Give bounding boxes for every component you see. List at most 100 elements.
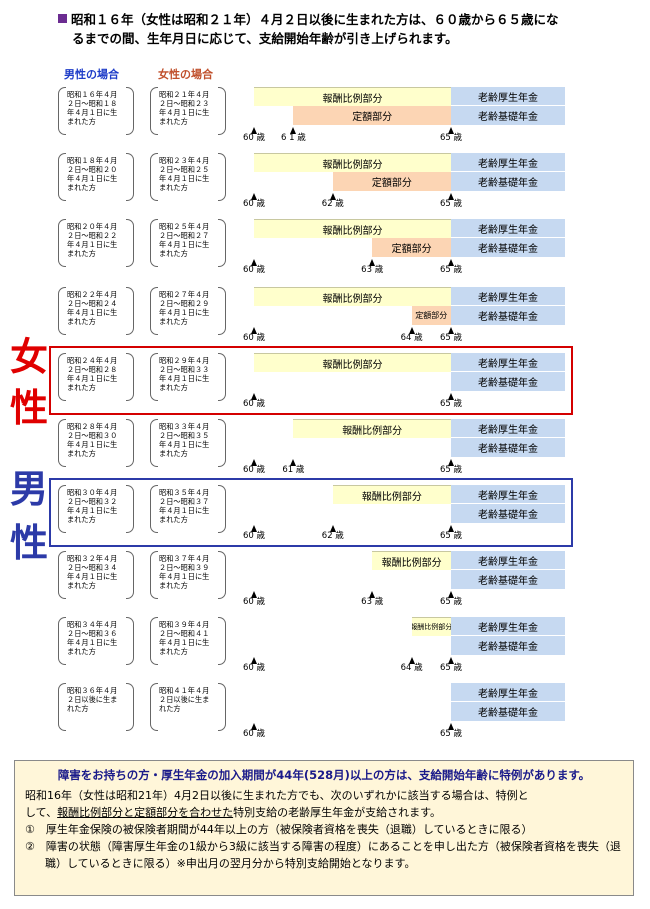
age-tick-marker: 6 1 歳 [278,127,308,143]
note-item-2: ② 障害の状態（障害厚生年金の1級から3級に該当する障害の程度）にあることを申し… [25,840,621,870]
note-paragraph: 昭和16年（女性は昭和21年）4月2日以後に生まれた方でも、次のいずれかに該当す… [25,787,623,821]
schedule-row: 昭和３６年４月 ２日以後に生ま れた方 昭和４１年４月 ２日以後に生ま れた方 老齢… [0,683,650,745]
hoshu-bar: 報酬比例部分 [411,617,451,636]
hoshu-bar: 報酬比例部分 [254,287,451,306]
age-tick-label: 64 歳 [400,663,423,673]
age-tick-marker: 61 歳 [278,459,308,475]
triangle-up-icon [329,525,336,532]
age-tick-label: 60 歳 [242,663,266,673]
age-tick-label: 65 歳 [439,663,463,673]
age-tick-marker: 60 歳 [239,525,269,541]
teigaku-bar: 定額部分 [293,106,451,125]
special-note-box: 障害をお持ちの方・厚生年金の加入期間が44年(528月)以上の方は、支給開始年齢… [14,760,634,896]
male-char-1: 男 [10,466,49,511]
triangle-up-icon [251,193,257,200]
triangle-up-icon [448,525,454,532]
age-tick-marker: 60 歳 [239,327,269,343]
age-tick-label: 62 歳 [321,199,344,209]
male-birthdate-text: 昭和３６年４月 ２日以後に生ま れた方 [67,686,118,713]
age-tick-marker: 65 歳 [436,193,466,209]
schedule-row: 昭和２０年４月 ２日～昭和２２ 年４月１日に生 まれた方昭和２５年４月 ２日～昭… [0,219,650,281]
kosei-bar: 老齢厚生年金 [451,353,565,372]
male-header: 男性の場合 [64,68,119,81]
triangle-up-icon [369,591,376,598]
female-birthdate-text: 昭和２５年４月 ２日～昭和２７ 年４月１日に生 まれた方 [159,222,210,258]
male-birthdate-bracket: 昭和２４年４月 ２日～昭和２８ 年４月１日に生 まれた方 [58,353,134,403]
kiso-bar: 老齢基礎年金 [451,306,565,325]
triangle-up-icon [251,657,257,664]
female-char-2: 性 [10,385,49,430]
age-tick-label: 62 歳 [321,531,344,541]
age-tick-label: 60 歳 [242,333,266,343]
age-tick-label: 60 歳 [242,265,266,275]
age-tick-marker: 60 歳 [239,393,269,409]
age-tick-marker: 64 歳 [397,327,427,343]
age-tick-marker: 62 歳 [318,525,348,541]
female-birthdate-text: 昭和２９年４月 ２日～昭和３３ 年４月１日に生 まれた方 [159,356,210,392]
schedule-row: 昭和３０年４月 ２日～昭和３２ 年４月１日に生 まれた方昭和３５年４月 ２日～昭… [0,485,650,547]
kosei-bar: 老齢厚生年金 [451,683,565,702]
triangle-up-icon [408,657,415,664]
female-birthdate-text: 昭和４１年４月 ２日以後に生ま れた方 [159,686,210,713]
triangle-up-icon [408,327,415,334]
age-tick-label: 63 歳 [361,597,384,607]
age-tick-label: 65 歳 [439,465,463,475]
age-tick-label: 60 歳 [242,199,266,209]
female-birthdate-bracket: 昭和２１年４月 ２日～昭和２３ 年４月１日に生 まれた方 [150,87,226,137]
age-tick-marker: 65 歳 [436,657,466,673]
male-birthdate-text: 昭和１６年４月 ２日～昭和１８ 年４月１日に生 まれた方 [67,90,118,126]
schedule-row: 昭和３４年４月 ２日～昭和３６ 年４月１日に生 まれた方昭和３９年４月 ２日～昭… [0,617,650,679]
female-birthdate-bracket: 昭和３９年４月 ２日～昭和４１ 年４月１日に生 まれた方 [150,617,226,667]
triangle-up-icon [448,393,454,400]
triangle-up-icon [251,127,257,134]
triangle-up-icon [448,591,454,598]
age-tick-label: 64 歳 [400,333,423,343]
intro-line-2: るまでの間、生年月日に応じて、支給開始年齢が引き上げられます。 [72,31,458,46]
triangle-up-icon [329,193,336,200]
male-birthdate-text: 昭和２２年４月 ２日～昭和２４ 年４月１日に生 まれた方 [67,290,118,326]
kosei-bar: 老齢厚生年金 [451,485,565,504]
age-tick-label: 61 歳 [282,465,305,475]
kiso-bar: 老齢基礎年金 [451,570,565,589]
triangle-up-icon [369,259,376,266]
age-tick-label: 65 歳 [439,729,463,739]
triangle-up-icon [448,193,454,200]
triangle-up-icon [251,327,257,334]
triangle-up-icon [251,591,257,598]
male-birthdate-bracket: 昭和３４年４月 ２日～昭和３６ 年４月１日に生 まれた方 [58,617,134,667]
male-birthdate-bracket: 昭和２２年４月 ２日～昭和２４ 年４月１日に生 まれた方 [58,287,134,337]
female-birthdate-bracket: 昭和４１年４月 ２日以後に生ま れた方 [150,683,226,733]
male-birthdate-bracket: 昭和２０年４月 ２日～昭和２２ 年４月１日に生 まれた方 [58,219,134,269]
kiso-bar: 老齢基礎年金 [451,238,565,257]
note-text-underlined: 報酬比例部分と定額部分を合わせた [57,806,234,819]
bullet-square-icon [58,14,67,23]
age-tick-label: 65 歳 [439,531,463,541]
male-birthdate-bracket: 昭和３６年４月 ２日以後に生ま れた方 [58,683,134,733]
female-birthdate-text: 昭和３７年４月 ２日～昭和３９ 年４月１日に生 まれた方 [159,554,210,590]
note-text-c: 特別支給の老齢厚生年金が支給されます。 [233,806,442,819]
intro-text: 昭和１６年（女性は昭和２１年）４月２日以後に生まれた方は、６０歳から６５歳にな … [58,10,643,48]
male-birthdate-text: 昭和３０年４月 ２日～昭和３２ 年４月１日に生 まれた方 [67,488,118,524]
age-tick-marker: 60 歳 [239,193,269,209]
age-tick-marker: 65 歳 [436,459,466,475]
hoshu-bar: 報酬比例部分 [254,87,451,106]
hoshu-bar: 報酬比例部分 [254,353,451,372]
female-birthdate-text: 昭和２７年４月 ２日～昭和２９ 年４月１日に生 まれた方 [159,290,210,326]
kosei-bar: 老齢厚生年金 [451,551,565,570]
schedule-row: 昭和１８年４月 ２日～昭和２０ 年４月１日に生 まれた方昭和２３年４月 ２日～昭… [0,153,650,215]
female-highlight-box [49,346,573,415]
kiso-bar: 老齢基礎年金 [451,372,565,391]
kiso-bar: 老齢基礎年金 [451,172,565,191]
age-tick-marker: 65 歳 [436,525,466,541]
triangle-up-icon [290,459,297,466]
age-tick-marker: 65 歳 [436,723,466,739]
schedule-row: 昭和１６年４月 ２日～昭和１８ 年４月１日に生 まれた方昭和２１年４月 ２日～昭… [0,87,650,149]
age-tick-label: 65 歳 [439,199,463,209]
female-birthdate-bracket: 昭和３５年４月 ２日～昭和３７ 年４月１日に生 まれた方 [150,485,226,535]
age-tick-marker: 65 歳 [436,259,466,275]
age-tick-label: 60 歳 [242,597,266,607]
hoshu-bar: 報酬比例部分 [254,153,451,172]
triangle-up-icon [448,259,454,266]
schedule-row: 昭和２８年４月 ２日～昭和３０ 年４月１日に生 まれた方昭和３３年４月 ２日～昭… [0,419,650,481]
age-tick-label: 6 1 歳 [281,133,306,143]
